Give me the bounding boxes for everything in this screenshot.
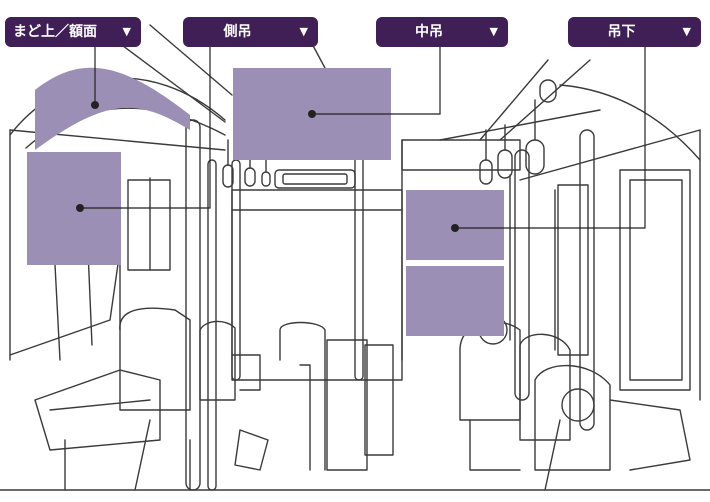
label-window-top-ad[interactable]: まど上／額面 ▼ bbox=[5, 17, 141, 47]
label-hanging-down-ad-text: 吊下 bbox=[607, 24, 636, 40]
strap-4-ring bbox=[479, 159, 493, 185]
label-hanging-down-ad[interactable]: 吊下 ▼ bbox=[568, 17, 701, 47]
ceiling-rail bbox=[439, 109, 601, 141]
ad-panels bbox=[27, 67, 504, 336]
leader-dots bbox=[76, 101, 459, 232]
caret-down-icon: ▼ bbox=[122, 25, 131, 38]
seat-right-4 bbox=[609, 399, 691, 471]
label-center-hanging-ad[interactable]: 中吊 ▼ bbox=[376, 17, 508, 47]
left-ceiling-line-2 bbox=[149, 24, 233, 96]
panel-over-window-curved bbox=[35, 67, 190, 150]
leader-line-window-frame bbox=[80, 40, 211, 209]
leader-lines bbox=[80, 40, 646, 229]
destination-display-inner bbox=[282, 173, 348, 185]
right-window-1 bbox=[557, 184, 589, 356]
strap-2-ring bbox=[244, 167, 256, 187]
seat-left-4 bbox=[231, 354, 261, 391]
leader-dot-center-hanging bbox=[308, 110, 316, 118]
label-center-hanging-ad-text: 中吊 bbox=[415, 24, 443, 40]
label-side-hanging-ad-text: 側吊 bbox=[223, 24, 252, 40]
right-window-2-inner bbox=[629, 179, 683, 381]
label-side-hanging-ad[interactable]: 側吊 ▼ bbox=[183, 17, 318, 47]
front-wall bbox=[231, 189, 403, 381]
seat-right-3-headrest bbox=[561, 388, 595, 422]
right-window-top bbox=[519, 129, 701, 181]
caret-down-icon: ▼ bbox=[299, 25, 308, 38]
seat-left-2-leg bbox=[134, 419, 151, 491]
right-partition bbox=[401, 139, 511, 361]
center-handrail bbox=[279, 321, 326, 471]
strap-1-ring bbox=[222, 164, 234, 188]
pole-left-inner bbox=[207, 159, 217, 491]
leader-dot-window-top bbox=[91, 101, 99, 109]
right-ceiling-line-2 bbox=[499, 59, 591, 141]
seat-right-3 bbox=[534, 364, 611, 471]
seat-left-2-edge bbox=[49, 399, 151, 411]
caret-down-icon: ▼ bbox=[489, 25, 498, 38]
right-ceiling-line bbox=[479, 59, 549, 141]
left-window-bottom bbox=[9, 249, 121, 356]
seat-right-base bbox=[469, 419, 521, 471]
right-roof-arc bbox=[559, 84, 701, 161]
right-window-2 bbox=[619, 169, 691, 391]
seat-right-leg bbox=[544, 419, 561, 491]
pole-far-right bbox=[579, 129, 595, 431]
pole-center-left bbox=[231, 159, 241, 381]
left-window-panel bbox=[127, 179, 171, 271]
trash-bin bbox=[234, 429, 269, 471]
leader-line-hanging-down bbox=[455, 40, 646, 229]
strap-3-ring bbox=[261, 171, 271, 187]
caret-down-icon: ▼ bbox=[682, 25, 691, 38]
bus-line-art bbox=[0, 24, 710, 491]
left-window-frame-2 bbox=[87, 249, 93, 346]
leader-line-center-hanging bbox=[312, 40, 441, 115]
pole-center-right bbox=[354, 149, 364, 381]
strap-5-ring bbox=[497, 149, 513, 179]
fare-box bbox=[326, 339, 368, 471]
strap-7-ring bbox=[539, 79, 557, 103]
seat-right-1 bbox=[459, 321, 521, 421]
seat-right-2 bbox=[519, 333, 571, 441]
seat-left-legs bbox=[64, 439, 191, 491]
fare-box-side bbox=[364, 344, 394, 456]
label-window-top-ad-text: まど上／額面 bbox=[13, 24, 97, 40]
seat-left-2 bbox=[34, 369, 161, 451]
destination-display bbox=[274, 169, 356, 189]
pole-left bbox=[185, 119, 201, 491]
leader-dot-window-frame bbox=[76, 204, 84, 212]
strap-6-ring bbox=[525, 139, 545, 175]
left-window-frame bbox=[54, 264, 61, 361]
seat-left-1 bbox=[119, 307, 191, 411]
right-ceiling-box bbox=[401, 139, 521, 171]
panel-center-lower bbox=[406, 266, 504, 336]
seat-left-3 bbox=[199, 320, 236, 401]
leader-dot-hanging-down bbox=[451, 224, 459, 232]
center-handrail-inner bbox=[299, 364, 311, 471]
pole-right bbox=[514, 149, 530, 401]
